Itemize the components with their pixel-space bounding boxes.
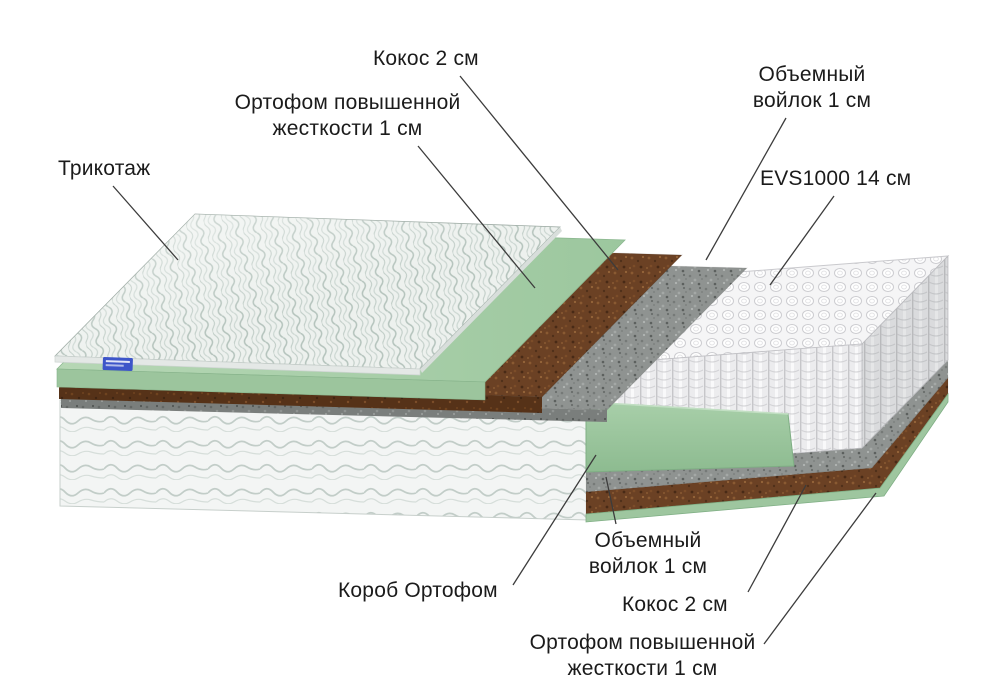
label-evs1000: EVS1000 14 см — [760, 166, 911, 192]
label-felt-top-line2: войлок 1 см — [752, 88, 872, 112]
leader-line-felt-top — [705, 117, 787, 261]
tricot-layer-sheen — [55, 214, 560, 369]
label-orthofoam-bottom: Ортофом повышенной жесткости 1 см — [500, 630, 785, 681]
leader-line-orthofoam-top — [417, 145, 536, 289]
label-box: Короб Ортофом — [338, 578, 498, 604]
leader-line-felt-bottom — [605, 476, 617, 525]
label-coconut-bottom-text: Кокос 2 см — [622, 593, 728, 616]
label-felt-top-line1: Объемный — [758, 63, 866, 86]
brand-tag — [102, 357, 133, 371]
springs-right-face-shade — [862, 256, 948, 448]
leader-line-box — [512, 454, 597, 586]
tricot-right-edge — [420, 227, 562, 373]
leader-line-coconut-top — [459, 75, 619, 271]
orthofoam-layer-edge — [56, 368, 486, 401]
label-evs1000-text: EVS1000 14 см — [760, 167, 912, 190]
label-orthofoam-top: Ортофом повышенной жесткости 1 см — [205, 90, 490, 141]
leader-line-evs — [769, 195, 835, 286]
label-orthofoam-top-line1: Ортофом повышенной — [234, 91, 461, 114]
tricot-layer-edge — [54, 355, 421, 376]
label-felt-bottom-line2: войлок 1 см — [588, 554, 708, 578]
leader-line-tricot — [112, 185, 179, 261]
box-wall-top-highlight — [585, 401, 789, 415]
label-coconut-top-text: Кокос 2 см — [373, 47, 479, 70]
label-coconut-bottom: Кокос 2 см — [622, 592, 728, 618]
label-box-text: Короб Ортофом — [338, 579, 498, 602]
label-tricot-text: Трикотаж — [58, 157, 151, 180]
label-felt-bottom: Объемный войлок 1 см — [578, 528, 718, 579]
springs-right-face — [861, 255, 949, 449]
leader-line-coconut-bottom — [747, 484, 807, 593]
label-orthofoam-bottom-line2: жесткости 1 см — [567, 656, 718, 680]
leader-lines — [112, 75, 877, 645]
orthofoam-bottom-edge — [585, 392, 949, 523]
label-felt-top: Объемный войлок 1 см — [742, 62, 882, 113]
label-orthofoam-top-line2: жесткости 1 см — [272, 116, 423, 140]
label-coconut-top: Кокос 2 см — [373, 46, 479, 72]
label-orthofoam-bottom-line1: Ортофом повышенной — [529, 631, 756, 654]
leader-line-orthofoam-bottom — [763, 492, 877, 645]
label-tricot: Трикотаж — [58, 156, 150, 182]
label-felt-bottom-line1: Объемный — [594, 529, 702, 552]
